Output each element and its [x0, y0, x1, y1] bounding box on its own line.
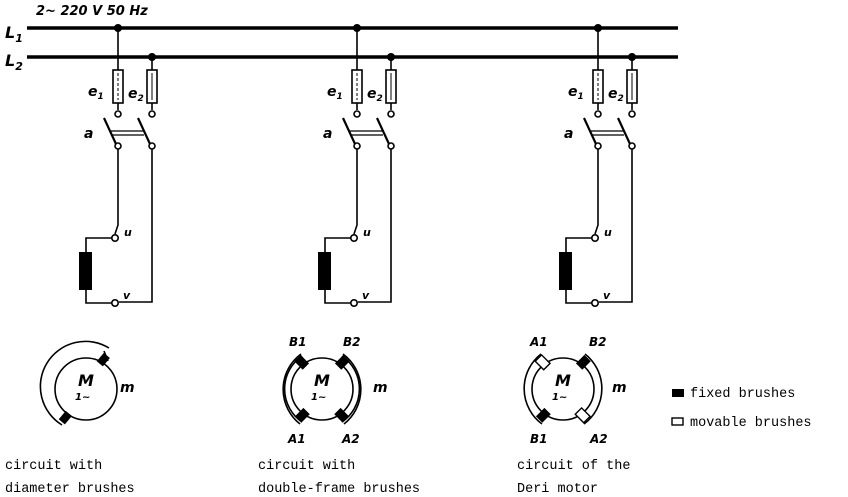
caption-2-line-1: circuit with	[258, 459, 355, 474]
svg-text:B2: B2	[589, 335, 607, 349]
svg-text:m: m	[373, 380, 388, 396]
circuit-2	[316, 22, 398, 308]
caption-1-line-1: circuit with	[5, 459, 102, 474]
winding-coil	[79, 252, 92, 290]
terminal-u-label: u	[124, 226, 132, 239]
fixed-brush-legend-icon	[672, 389, 684, 397]
legend-movable: movable brushes	[690, 416, 812, 431]
svg-text:1~: 1~	[75, 392, 90, 403]
supply-label: 2~ 220 V 50 Hz	[36, 4, 148, 19]
svg-text:M: M	[314, 371, 330, 390]
svg-text:1~: 1~	[311, 392, 326, 403]
terminal-u	[111, 234, 120, 243]
svg-text:A2: A2	[341, 432, 360, 446]
fuse-e2-label: e2	[128, 86, 144, 104]
svg-text:A1: A1	[529, 335, 548, 349]
circuit-3	[557, 22, 639, 308]
motor-double-frame: M 1~ m B1 B2 A1 A2	[282, 335, 388, 446]
switch-label: a	[84, 126, 93, 142]
winding-label: m	[120, 380, 135, 396]
movable-brush-legend-icon	[671, 417, 684, 426]
svg-text:1~: 1~	[552, 392, 567, 403]
line-l1-label: L1	[5, 23, 23, 45]
caption-3-line-2: Deri motor	[517, 482, 598, 497]
svg-text:A1: A1	[287, 432, 306, 446]
circuit-1: e1 e2 a u v	[79, 24, 158, 307]
terminal-v-label: v	[123, 289, 131, 302]
svg-text:A2: A2	[589, 432, 608, 446]
motor-diameter-brushes: M 1~ m	[39, 340, 135, 426]
motor-deri: M 1~ m A1 B2 B1 A2	[523, 335, 627, 446]
line-l2-label: L2	[5, 51, 23, 73]
terminal-v	[111, 298, 120, 307]
caption-3-line-1: circuit of the	[517, 459, 630, 474]
legend-fixed: fixed brushes	[690, 387, 795, 402]
svg-text:B2: B2	[343, 335, 361, 349]
svg-text:m: m	[612, 380, 627, 396]
svg-text:B1: B1	[530, 432, 548, 446]
svg-text:M: M	[78, 371, 94, 390]
caption-2-line-2: double-frame brushes	[258, 482, 420, 497]
svg-text:B1: B1	[289, 335, 307, 349]
switch-blade	[103, 117, 117, 145]
caption-1-line-2: diameter brushes	[5, 482, 135, 497]
svg-text:M: M	[555, 371, 571, 390]
fuse-e1-label: e1	[88, 84, 104, 102]
